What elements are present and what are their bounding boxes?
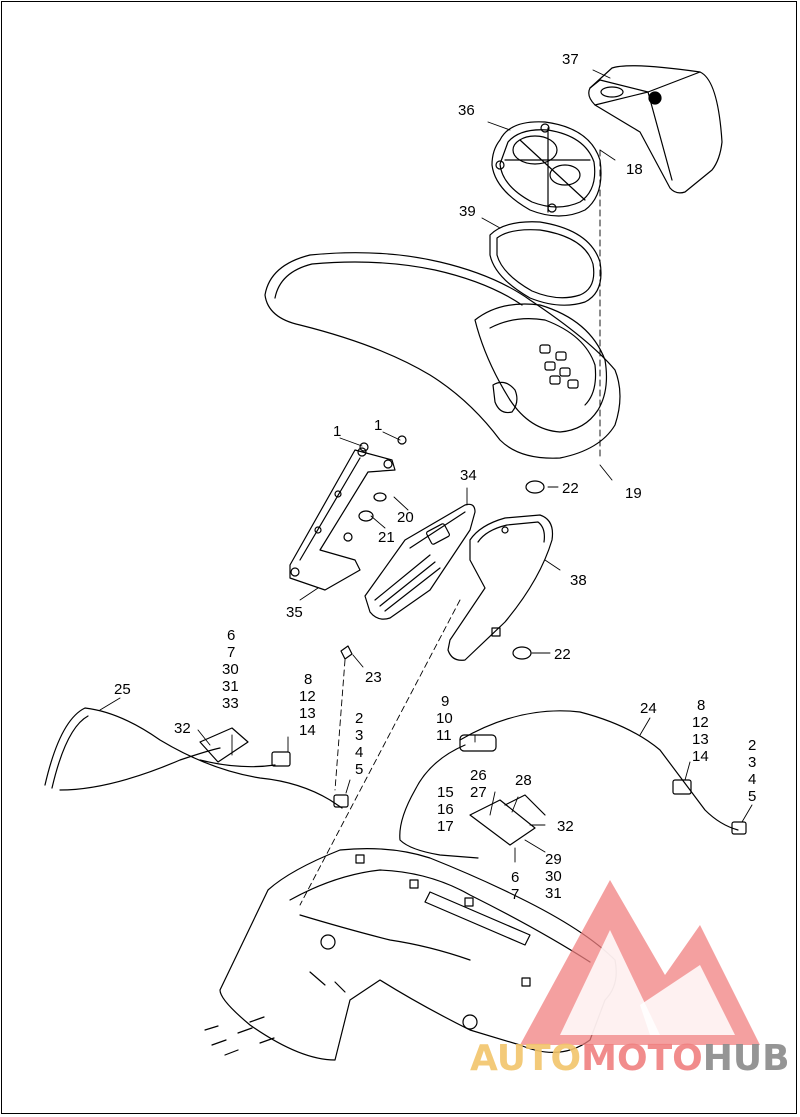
bolts-part [204,1016,275,1056]
callout-27: 27 [470,784,487,801]
watermark-text-moto: MOTO [581,1038,703,1079]
callout-30a: 30 [222,661,239,678]
callout-3b: 3 [748,754,756,771]
callout-1b: 1 [374,417,382,434]
callout-26: 26 [470,767,487,784]
callout-17: 17 [437,818,454,835]
callout-36: 36 [458,102,475,119]
callout-29: 29 [545,851,562,868]
callout-39: 39 [459,203,476,220]
screws-part [340,435,407,660]
speaker-part [491,121,602,217]
callout-19: 19 [625,485,642,502]
callout-10: 10 [436,710,453,727]
callout-13b: 13 [692,731,709,748]
callout-14a: 14 [299,722,316,739]
mounting-bracket-part [289,447,396,591]
callout-5a: 5 [355,761,363,778]
callout-4b: 4 [748,771,756,788]
callout-13a: 13 [299,705,316,722]
callout-37: 37 [562,51,579,68]
callout-8b: 8 [697,697,705,714]
callout-6b: 6 [511,869,519,886]
callout-7b: 7 [511,886,519,903]
callout-6a: 6 [227,627,235,644]
cap-22-upper [525,480,545,494]
callout-31b: 31 [545,885,562,902]
wiring-harness-right-part [399,710,747,859]
callout-2b: 2 [748,737,756,754]
callout-7a: 7 [227,644,235,661]
amplifier-part [364,503,476,620]
callout-24: 24 [640,700,657,717]
callout-32a: 32 [174,720,191,737]
callout-3a: 3 [355,727,363,744]
callout-30b: 30 [545,868,562,885]
callout-11: 11 [436,727,452,744]
speaker-gasket-part [489,221,602,306]
watermark-text-auto: AUTO [470,1038,581,1079]
callout-14b: 14 [692,748,709,765]
amplifier-cover-part [447,514,554,661]
callout-21: 21 [378,529,395,546]
cap-22-lower [512,646,532,660]
callout-35: 35 [286,604,303,621]
watermark-text-hub: HUB [703,1038,790,1079]
svg-text:AUTOMOTOHUB: AUTOMOTOHUB [470,1038,790,1079]
saddlebag-lid-part [264,252,621,459]
callout-8a: 8 [304,671,312,688]
callout-38: 38 [570,572,587,589]
callout-33: 33 [222,695,239,712]
saddlebag-body-part [219,848,617,1061]
callout-28: 28 [515,772,532,789]
callout-20: 20 [397,509,414,526]
callout-31a: 31 [222,678,239,695]
callout-22a: 22 [562,480,579,497]
callout-15: 15 [437,784,454,801]
callout-12b: 12 [692,714,709,731]
callout-23: 23 [365,669,382,686]
callout-12a: 12 [299,688,316,705]
callout-5b: 5 [748,788,756,805]
callout-18: 18 [626,161,643,178]
callout-16: 16 [437,801,454,818]
callout-9: 9 [441,693,449,710]
callout-34: 34 [460,467,477,484]
callout-32b: 32 [557,818,574,835]
watermark-logo: AUTOMOTOHUB [470,880,790,1079]
callout-4a: 4 [355,744,363,761]
wiring-harness-left-part [44,707,349,809]
callout-2a: 2 [355,710,363,727]
callout-1a: 1 [333,423,341,440]
callout-25: 25 [114,681,131,698]
speaker-cover-part [588,65,723,194]
callout-22b: 22 [554,646,571,663]
